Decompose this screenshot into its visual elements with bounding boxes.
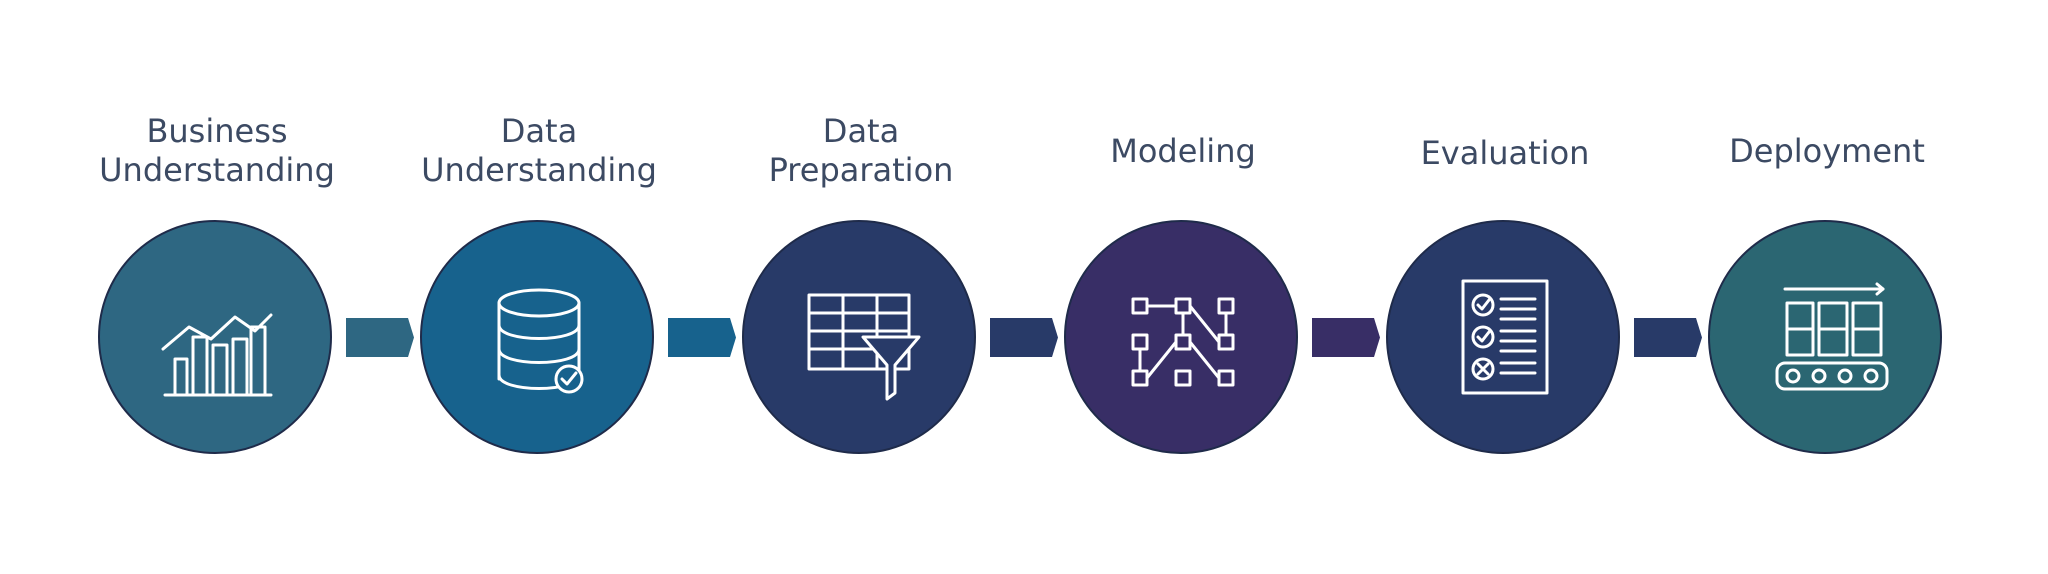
step-title: Modeling bbox=[1023, 132, 1343, 171]
node-network-icon bbox=[1131, 297, 1235, 387]
step-evaluation: Evaluation bbox=[1345, 0, 1665, 574]
step-title-line: Preparation bbox=[768, 151, 954, 189]
connector-arrow bbox=[668, 318, 736, 357]
step-circle bbox=[1708, 220, 1942, 454]
step-title: Evaluation bbox=[1345, 134, 1665, 173]
chevron-right-connector bbox=[346, 318, 414, 357]
connector-arrow bbox=[1634, 318, 1702, 357]
step-title-line: Understanding bbox=[99, 151, 335, 189]
step-circle bbox=[1064, 220, 1298, 454]
step-title: Data Understanding bbox=[379, 112, 699, 190]
chevron-right-connector bbox=[990, 318, 1058, 357]
step-modeling: Modeling bbox=[1023, 0, 1343, 574]
database-check-icon bbox=[497, 288, 584, 394]
step-circle bbox=[420, 220, 654, 454]
step-data-preparation: Data Preparation bbox=[701, 0, 1021, 574]
step-title-line: Deployment bbox=[1729, 132, 1925, 170]
step-circle bbox=[1386, 220, 1620, 454]
step-title: Data Preparation bbox=[701, 112, 1021, 190]
chevron-right-connector bbox=[1312, 318, 1380, 357]
step-title-line: Evaluation bbox=[1420, 134, 1590, 172]
step-title-line: Understanding bbox=[421, 151, 657, 189]
step-title: Deployment bbox=[1667, 132, 1987, 171]
step-business-understanding: Business Understanding bbox=[57, 0, 377, 574]
chevron-right-connector bbox=[1634, 318, 1702, 357]
bar-chart-trend-icon bbox=[161, 313, 273, 397]
chevron-right-connector bbox=[668, 318, 736, 357]
step-circle bbox=[98, 220, 332, 454]
table-funnel-icon bbox=[807, 293, 921, 401]
step-deployment: Deployment bbox=[1667, 0, 1987, 574]
step-circle bbox=[742, 220, 976, 454]
conveyor-boxes-icon bbox=[1775, 282, 1889, 391]
step-title-line: Data bbox=[500, 112, 578, 150]
connector-arrow bbox=[346, 318, 414, 357]
step-title-line: Data bbox=[822, 112, 900, 150]
checklist-icon bbox=[1461, 279, 1549, 395]
step-title-line: Modeling bbox=[1110, 132, 1256, 170]
step-title-line: Business bbox=[146, 112, 288, 150]
connector-arrow bbox=[1312, 318, 1380, 357]
connector-arrow bbox=[990, 318, 1058, 357]
step-data-understanding: Data Understanding bbox=[379, 0, 699, 574]
step-title: Business Understanding bbox=[57, 112, 377, 190]
